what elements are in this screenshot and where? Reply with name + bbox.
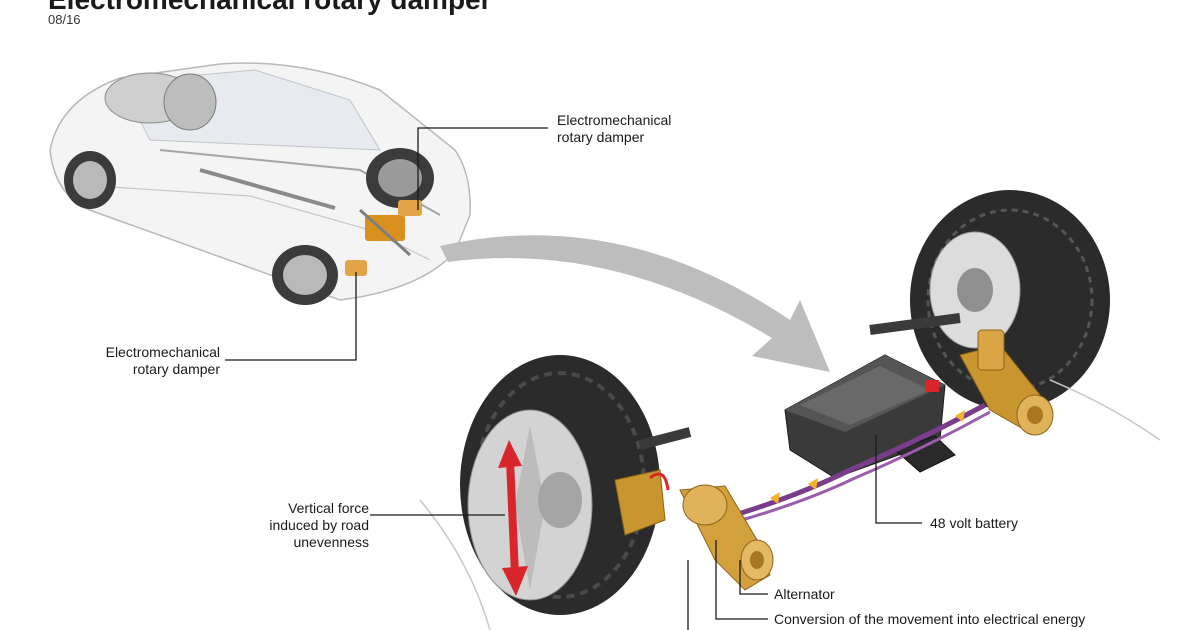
- label-vertical-force-line3: unevenness: [293, 534, 369, 550]
- label-damper-rear-top-line2: rotary damper: [557, 129, 645, 145]
- car-rear-wheel-right: [366, 148, 434, 208]
- leader-lines: [225, 127, 922, 630]
- car-damper-upper: [398, 200, 422, 216]
- energy-flow-arrow-icon: [770, 492, 780, 504]
- zoom-arrow: [440, 235, 830, 372]
- energy-flow-arrow-icon: [808, 478, 818, 490]
- label-conversion: Conversion of the movement into electric…: [774, 611, 1086, 627]
- label-vertical-force-line2: induced by road: [269, 517, 369, 533]
- car-illustration: [49, 62, 471, 305]
- page-title: Electromechanical rotary damper: [48, 0, 492, 16]
- label-alternator: Alternator: [774, 586, 835, 602]
- rotation-arrow-icon: [649, 472, 670, 491]
- vertical-force-arrow: [498, 440, 528, 596]
- battery-terminal-icon: [925, 380, 939, 392]
- label-vertical-force: Vertical force induced by road unevennes…: [250, 500, 369, 551]
- label-damper-rear-left: Electromechanical rotary damper: [88, 344, 220, 378]
- car-damper-lower: [345, 260, 367, 276]
- car-front-wheel: [64, 151, 116, 209]
- date-label: 08/16: [48, 12, 81, 27]
- label-damper-rear-top-line1: Electromechanical: [557, 112, 672, 128]
- energy-flow-arrow-icon: [955, 410, 965, 422]
- label-battery: 48 volt battery: [930, 515, 1018, 531]
- right-rotary-damper: [959, 329, 1054, 436]
- label-damper-rear-top: Electromechanical rotary damper: [557, 112, 671, 146]
- label-vertical-force-line1: Vertical force: [288, 500, 369, 516]
- power-cable: [734, 402, 991, 524]
- label-damper-rear-left-line1: Electromechanical: [105, 344, 220, 360]
- car-rear-wheel-left: [272, 245, 338, 305]
- label-damper-rear-left-line2: rotary damper: [132, 361, 220, 377]
- front-rotary-damper: [614, 469, 774, 591]
